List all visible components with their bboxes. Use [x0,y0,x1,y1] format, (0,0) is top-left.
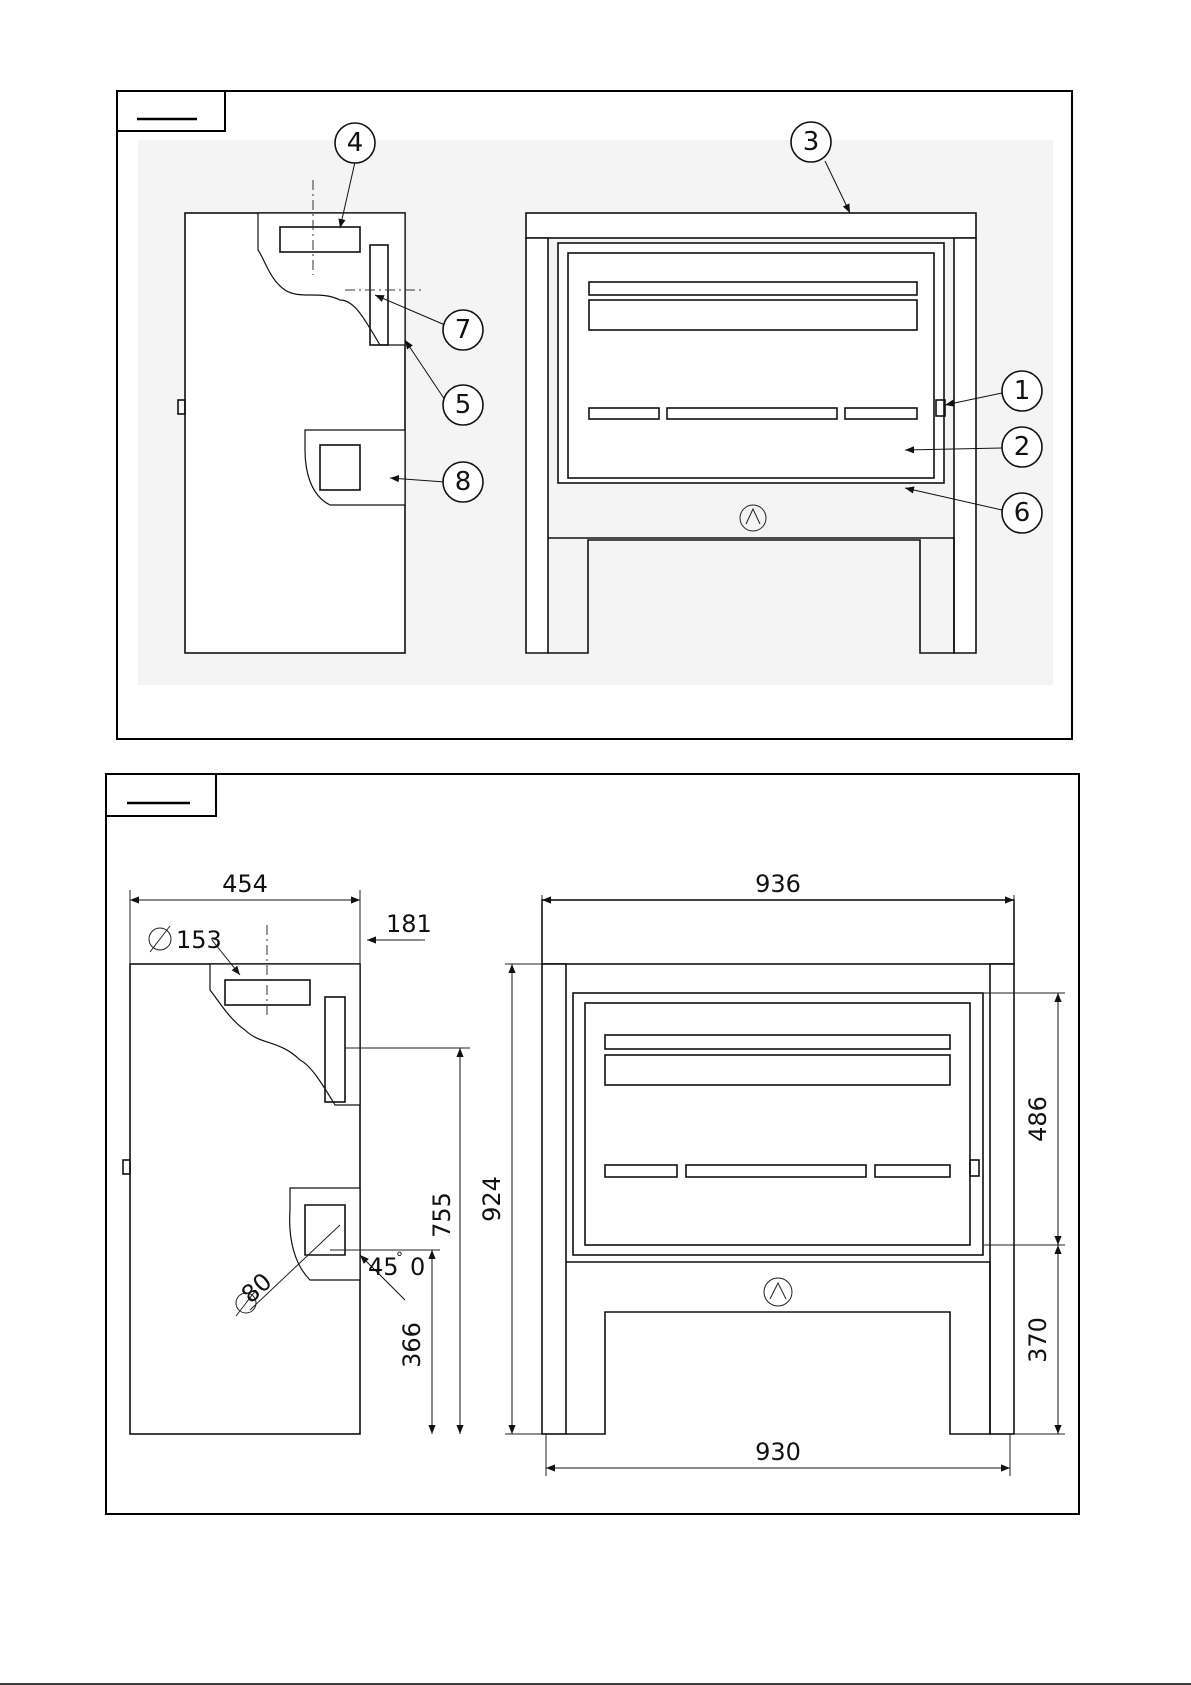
dim-flue-offset: 181 [386,910,432,938]
callout-3-label: 3 [803,127,820,157]
front-top-plate [526,213,976,238]
dim-rear-outlet-height: 366 [398,1322,426,1368]
callout-8-label: 8 [455,467,472,497]
front-right-leg-2 [990,964,1014,1434]
side-view-2 [123,925,360,1434]
front-view-2 [542,900,1014,1434]
front-insert-frame-2 [573,993,983,1255]
side-rear-cutaway-2 [290,1188,360,1280]
callout-7-label: 7 [455,315,472,345]
dim-side-depth: 454 [222,870,268,898]
callout-1-label: 1 [1014,376,1031,406]
frame-1-title-tab [117,91,225,131]
dim-base-height: 370 [1024,1317,1052,1363]
fire-logo-icon-2 [764,1278,792,1306]
dim-flue-height: 755 [428,1192,456,1238]
side-tab-2 [123,1160,130,1174]
front-right-leg [954,238,976,653]
front-base-opening-2 [566,1262,990,1434]
front-top-plate-2 [542,900,1014,964]
callout-6-label: 6 [1014,498,1031,528]
dim-flue-diameter: 153 [176,926,222,954]
dim-outlet-angle: 45 [368,1253,399,1281]
dim-outlet-angle-zero: 0 [410,1253,425,1281]
dim-outlet-angle-unit: ° [396,1250,403,1266]
callout-4-label: 4 [347,128,364,158]
dim-top-width: 936 [755,870,801,898]
front-left-leg-2 [542,964,566,1434]
frame-2-dimensions: 454 181 153 755 366 80 45 ° 0 [106,774,1079,1514]
dim-door-height: 486 [1024,1096,1052,1142]
frame-1-components: 4 3 7 5 8 1 2 [117,91,1072,739]
front-left-leg [526,238,548,653]
dim-total-height: 924 [478,1176,506,1222]
side-view-1 [178,180,425,653]
front-insert-frame [558,243,944,483]
frame-2-title-tab [106,774,216,816]
dim-base-width: 930 [755,1438,801,1466]
callout-5-label: 5 [455,390,472,420]
callout-2-label: 2 [1014,432,1031,462]
